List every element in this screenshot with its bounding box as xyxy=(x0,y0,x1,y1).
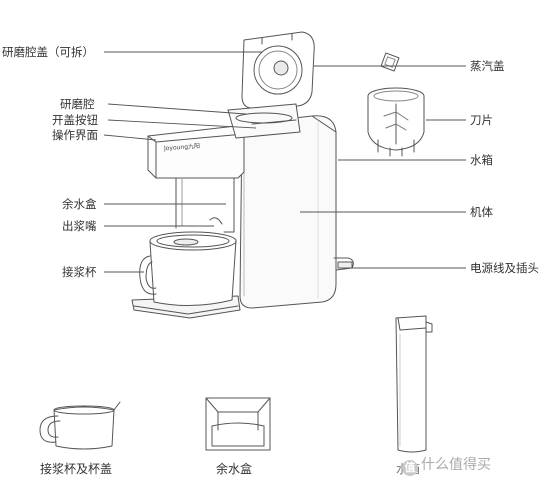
callout-grinding-lid: 研磨腔盖（可拆） xyxy=(2,45,94,59)
leader-lines xyxy=(103,51,466,273)
caption-box: 余水盒 xyxy=(216,462,253,476)
machine-body xyxy=(239,115,337,309)
steam-cap xyxy=(380,52,400,72)
callout-control-panel: 操作界面 xyxy=(52,128,98,142)
callout-power-cord: 电源线及插头 xyxy=(470,261,539,275)
callout-pulp-cup: 接浆杯 xyxy=(62,265,97,279)
callout-grinding-chamber: 研磨腔 xyxy=(60,97,95,111)
callout-spout: 出浆嘴 xyxy=(62,219,97,233)
watermark-badge-icon: 值 xyxy=(402,460,418,476)
spout-arm xyxy=(175,177,235,233)
control-head xyxy=(147,125,245,179)
blade-assembly xyxy=(367,87,425,157)
watermark: 值什么值得买 xyxy=(402,456,491,476)
callout-body: 机体 xyxy=(470,205,493,219)
pulp-cup-on-machine xyxy=(139,231,237,307)
callout-lid-open-button: 开盖按钮 xyxy=(52,113,98,127)
residual-water-box xyxy=(205,397,271,451)
pulp-cup-with-lid xyxy=(39,401,121,450)
callout-blade: 刀片 xyxy=(470,113,493,127)
watermark-text: 什么值得买 xyxy=(421,457,491,473)
caption-cup: 接浆杯及杯盖 xyxy=(40,462,113,476)
grinding-lid-open xyxy=(241,31,315,109)
power-cord xyxy=(333,257,354,271)
water-tank-standalone xyxy=(395,315,433,453)
callout-residual-water-box: 余水盒 xyxy=(62,197,97,211)
grinding-chamber xyxy=(227,103,301,139)
callout-water-tank: 水箱 xyxy=(470,153,493,167)
callout-steam-cap: 蒸汽盖 xyxy=(470,59,505,73)
